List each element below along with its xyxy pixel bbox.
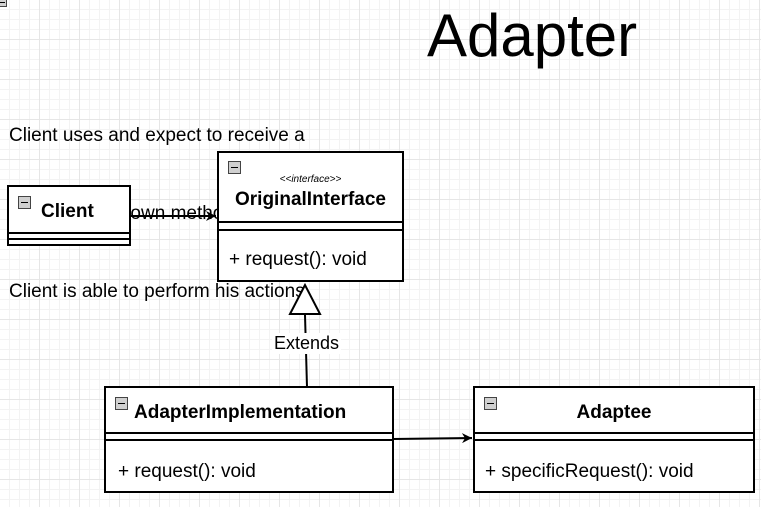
- note-line: Client is able to perform his actions: [9, 281, 305, 302]
- diagram-title: Adapter: [427, 2, 638, 69]
- association-adapter-to-adaptee: [392, 433, 473, 444]
- collapse-icon[interactable]: [228, 161, 241, 174]
- class-client[interactable]: Client: [7, 185, 131, 246]
- divider: [106, 432, 392, 434]
- extends-label: Extends: [272, 333, 342, 354]
- class-name: AdapterImplementation: [134, 402, 347, 423]
- divider: [9, 238, 129, 240]
- extends-arrowhead-icon: [288, 282, 322, 315]
- class-name: Adaptee: [576, 402, 652, 423]
- divider: [219, 221, 402, 223]
- divider: [9, 232, 129, 234]
- note-line: Client uses and expect to receive a: [9, 125, 305, 146]
- canvas-collapse-icon[interactable]: [0, 0, 7, 7]
- divider: [475, 432, 753, 434]
- class-name: OriginalInterface: [235, 189, 386, 210]
- collapse-icon[interactable]: [115, 397, 128, 410]
- class-adaptee[interactable]: Adaptee + specificRequest(): void: [473, 386, 755, 493]
- operation: + request(): void: [229, 249, 367, 270]
- stereotype-label: <<interface>>: [279, 174, 342, 185]
- collapse-icon[interactable]: [484, 397, 497, 410]
- class-original-interface[interactable]: <<interface>> OriginalInterface + reques…: [217, 151, 404, 282]
- divider: [106, 439, 392, 441]
- class-name: Client: [41, 201, 94, 222]
- divider: [219, 229, 402, 231]
- collapse-icon[interactable]: [18, 196, 31, 209]
- operation: + request(): void: [118, 461, 256, 482]
- divider: [475, 439, 753, 441]
- operation: + specificRequest(): void: [485, 461, 694, 482]
- class-adapter-implementation[interactable]: AdapterImplementation + request(): void: [104, 386, 394, 493]
